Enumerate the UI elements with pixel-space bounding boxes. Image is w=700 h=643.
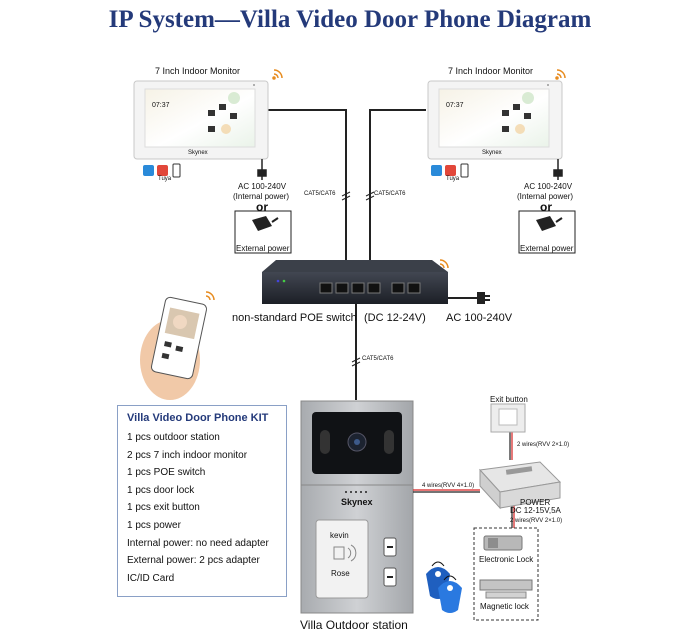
power-plug-right <box>553 159 563 180</box>
switch-dc-label: (DC 12-24V) <box>364 312 426 324</box>
wifi-icon-phone <box>205 291 215 301</box>
power-label: POWER <box>520 498 551 507</box>
monitor-left-or: or <box>256 200 268 214</box>
monitor-right-external: External power <box>520 244 574 253</box>
cable-label-left: CAT5/CAT6 <box>304 191 336 197</box>
indoor-monitor-right <box>427 80 563 160</box>
wifi-icon-right <box>555 69 566 80</box>
app-icons-left <box>143 163 181 178</box>
kit-item: 1 pcs door lock <box>127 484 195 496</box>
kit-item: Internal power: no need adapter <box>127 537 269 549</box>
app-tuya-right: Tuya <box>446 176 460 182</box>
monitor-right-brand: Skynex <box>482 150 502 156</box>
kit-item: 1 pcs POE switch <box>127 467 206 479</box>
kit-item: 1 pcs power <box>127 519 181 531</box>
wiring <box>413 430 515 528</box>
monitor-right-or: or <box>540 200 552 214</box>
outdoor-brand: Skynex <box>341 497 373 507</box>
kit-items: 1 pcs outdoor station 2 pcs 7 inch indoo… <box>127 429 277 587</box>
switch-ac-label: AC 100-240V <box>446 312 513 324</box>
switch-power-plug <box>448 292 490 304</box>
kit-item: External power: 2 pcs adapter <box>127 555 260 567</box>
kit-item: 2 pcs 7 inch indoor monitor <box>127 449 248 461</box>
wifi-icon-switch <box>439 259 449 269</box>
wires-2-label-top: 2 wires(RVV 2×1.0) <box>517 442 570 448</box>
monitor-left-external: External power <box>236 244 290 253</box>
indoor-monitor-left <box>133 80 269 160</box>
outdoor-speaker-dots <box>345 491 367 493</box>
app-tuya-left: Tuya <box>158 176 172 182</box>
smartphone-app <box>140 296 208 400</box>
wires-2-label-bottom: 2 wires(RVV 2×1.0) <box>510 518 563 524</box>
exit-button-label: Exit button <box>490 395 528 404</box>
outdoor-name-2: Rose <box>331 569 350 578</box>
monitor-right-time: 07:37 <box>446 102 464 109</box>
kit-list-box: Villa Video Door Phone KIT 1 pcs outdoor… <box>117 405 287 597</box>
outdoor-name-1: kevin <box>330 531 349 540</box>
cable-label-down: CAT5/CAT6 <box>362 356 394 362</box>
power-adapter-left <box>234 210 292 254</box>
power-supply-device <box>478 461 562 510</box>
cable-label-right: CAT5/CAT6 <box>374 191 406 197</box>
monitor-right-power-sub: (Internal power) <box>517 192 574 201</box>
kit-title: Villa Video Door Phone KIT <box>127 412 269 424</box>
monitor-left-time: 07:37 <box>152 102 170 109</box>
cable-break-marks <box>341 191 375 367</box>
page-title: IP System—Villa Video Door Phone Diagram <box>108 6 592 33</box>
power-spec: DC 12-15V,5A <box>510 506 561 515</box>
kit-item: 1 pcs exit button <box>127 502 200 514</box>
magnetic-lock-label: Magnetic lock <box>480 602 529 611</box>
power-plug-left <box>257 159 267 180</box>
monitor-left-power-sub: (Internal power) <box>233 192 290 201</box>
power-adapter-right <box>518 210 576 254</box>
rfid-card-icon <box>426 561 462 613</box>
outdoor-station <box>300 400 414 614</box>
monitor-right-label: 7 Inch Indoor Monitor <box>448 66 534 76</box>
monitor-left-label: 7 Inch Indoor Monitor <box>155 66 241 76</box>
electronic-lock-label: Electronic Lock <box>479 555 534 564</box>
poe-switch <box>262 260 448 304</box>
locks-box <box>473 527 539 621</box>
monitor-left-brand: Skynex <box>188 150 208 156</box>
wires-4-label: 4 wires(RVV 4×1.0) <box>422 483 475 489</box>
kit-item: IC/ID Card <box>127 572 175 584</box>
monitor-right-power: AC 100-240V <box>524 182 573 191</box>
rfid-reader-icon <box>333 544 357 562</box>
kit-item: 1 pcs outdoor station <box>127 432 220 443</box>
wifi-icon-left <box>272 69 283 80</box>
outdoor-station-label: Villa Outdoor station <box>300 618 408 632</box>
app-icons-right <box>431 163 469 178</box>
exit-button-device <box>490 403 526 433</box>
monitor-left-power: AC 100-240V <box>238 182 287 191</box>
switch-label: non-standard POE switch <box>232 312 357 324</box>
